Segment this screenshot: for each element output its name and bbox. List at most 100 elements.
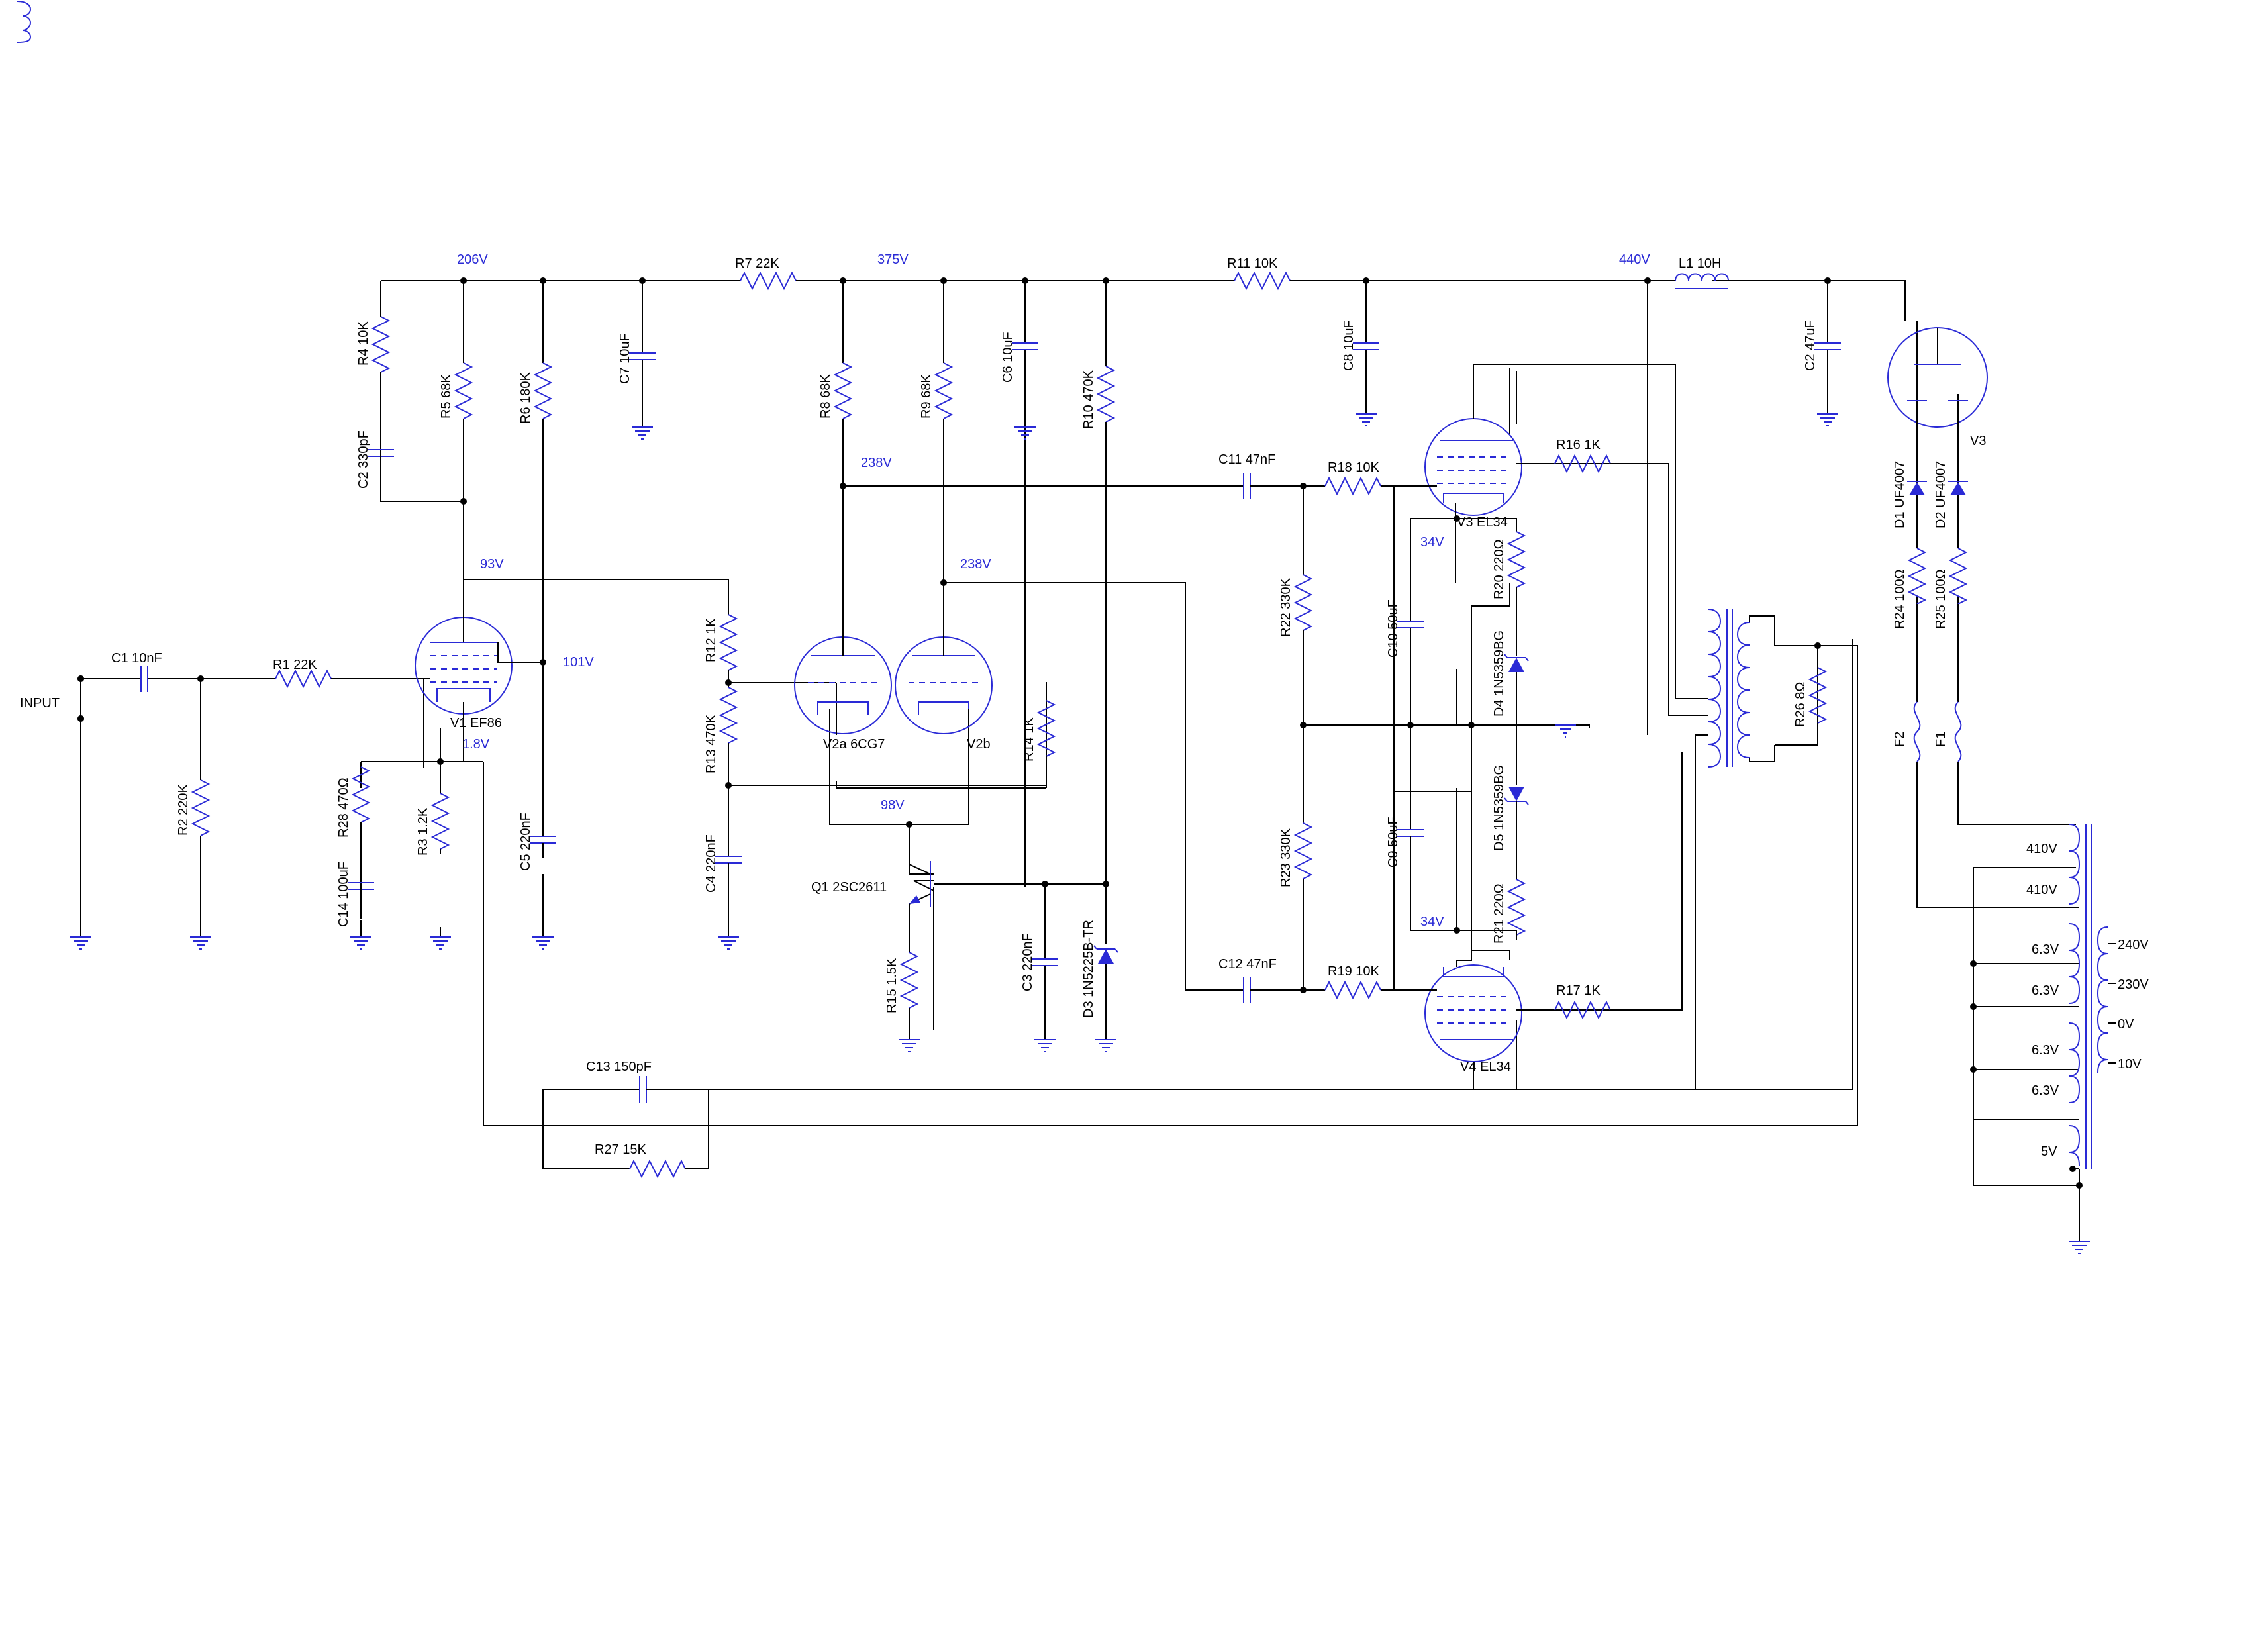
fuse-f2 [1913, 701, 1921, 907]
resistor-r11 [1228, 272, 1296, 289]
voltage-1-8: 1.8V [462, 737, 490, 752]
resistor-r8 [834, 357, 852, 424]
resistor-r10 [1097, 360, 1114, 428]
resistor-r20 [1508, 526, 1525, 593]
label-sec-63b: 6.3V [2032, 983, 2059, 998]
label-r21: R21 220Ω [1492, 883, 1506, 944]
voltage-101: 101V [563, 655, 594, 670]
label-r20: R20 220Ω [1492, 539, 1506, 599]
label-v2a: V2a 6CG7 [823, 737, 885, 752]
label-r8: R8 68K [818, 374, 833, 419]
label-r14: R14 1K [1022, 717, 1036, 762]
voltage-440: 440V [1619, 252, 1650, 267]
label-r12: R12 1K [704, 618, 718, 662]
label-c6: C6 10uF [1001, 332, 1015, 383]
label-f1: F1 [1934, 732, 1948, 747]
label-r16: R16 1K [1556, 438, 1601, 452]
label-r26: R26 8Ω [1793, 682, 1808, 727]
zener-d3 [1093, 884, 1118, 1052]
label-c11: C11 47nF [1218, 452, 1275, 467]
fuse-f1 [1954, 701, 1962, 824]
label-pri-230: 230V [2118, 977, 2149, 992]
label-c10: C10 50uF [1386, 599, 1401, 658]
capacitor-c11 [1228, 472, 1266, 500]
resistor-r9 [935, 357, 952, 424]
resistor-r1 [270, 670, 337, 687]
label-c9: C9 50uF [1386, 817, 1401, 868]
label-r3: R3 1.2K [416, 807, 430, 856]
tube-v4-el34 [1424, 960, 1550, 1089]
label-d4: D4 1N5359BG [1492, 630, 1506, 717]
label-d1: D1 UF4007 [1893, 461, 1907, 528]
zener-d5 [1504, 725, 1529, 874]
zener-d4 [1504, 593, 1529, 725]
label-r28: R28 470Ω [336, 777, 351, 838]
label-pri-0: 0V [2118, 1017, 2134, 1032]
label-r22: R22 330K [1279, 577, 1293, 637]
voltage-238a: 238V [861, 456, 892, 470]
label-sec-5v: 5V [2041, 1144, 2057, 1159]
label-r17: R17 1K [1556, 983, 1601, 998]
label-c14: C14 100uF [336, 862, 351, 927]
label-c2a: C2 330pF [356, 430, 371, 489]
label-c12: C12 47nF [1218, 957, 1277, 971]
label-l1: L1 10H [1679, 256, 1722, 271]
inductor-l1 [1648, 273, 1828, 289]
capacitor-c10 [1397, 605, 1424, 644]
resistor-r5 [455, 357, 472, 424]
label-r24: R24 100Ω [1893, 569, 1907, 629]
bias-ground [1506, 724, 1576, 738]
tube-v1-ef86 [415, 613, 543, 762]
label-r9: R9 68K [919, 374, 934, 419]
label-d5: D5 1N5359BG [1492, 765, 1506, 851]
resistor-r13 [720, 681, 737, 749]
label-r15: R15 1.5K [885, 958, 899, 1013]
tube-v2a-6cg7 [794, 632, 892, 735]
label-r19: R19 10K [1328, 964, 1379, 979]
label-sec-410b: 410V [2026, 883, 2057, 897]
capacitor-c12 [1228, 976, 1266, 1004]
capacitor-c1 [125, 665, 164, 693]
diode-d1 [1907, 427, 1927, 530]
voltage-206: 206V [457, 252, 488, 267]
label-r23: R23 330K [1279, 828, 1293, 887]
input-label: INPUT [20, 696, 60, 711]
label-sec-63d: 6.3V [2032, 1083, 2059, 1098]
resistor-r15 [898, 946, 920, 1052]
label-v3-rectifier: V3 [1970, 434, 1986, 448]
label-r1: R1 22K [273, 658, 317, 672]
power-transformer [2068, 824, 2116, 1254]
label-c4: C4 220nF [704, 834, 718, 893]
voltage-34b: 34V [1420, 915, 1444, 929]
label-r2: R2 220K [176, 784, 191, 836]
tube-v3-el34 [1424, 364, 1675, 519]
label-v1: V1 EF86 [450, 716, 502, 730]
label-r25: R25 100Ω [1934, 569, 1948, 629]
label-sec-410a: 410V [2026, 842, 2057, 856]
voltage-238b: 238V [960, 557, 991, 572]
label-q1: Q1 2SC2611 [811, 880, 887, 895]
label-c3: C3 220nF [1020, 933, 1035, 991]
label-r18: R18 10K [1328, 460, 1379, 475]
label-c1: C1 10nF [111, 651, 162, 666]
label-r13: R13 470K [704, 714, 718, 773]
label-v3: V3 EL34 [1457, 515, 1508, 530]
diode-d2 [1948, 427, 1968, 530]
label-r5: R5 68K [439, 374, 454, 419]
label-pri-240: 240V [2118, 938, 2149, 952]
label-c7: C7 10uF [618, 333, 632, 384]
label-r6: R6 180K [518, 372, 533, 424]
transistor-q1 [909, 824, 931, 947]
input-jack[interactable] [70, 675, 92, 950]
label-r11: R11 10K [1227, 256, 1278, 271]
voltage-93: 93V [480, 557, 504, 572]
resistor-r27 [624, 1160, 691, 1177]
label-r10: R10 470K [1081, 370, 1096, 429]
voltage-98: 98V [881, 798, 905, 813]
junction-dots [77, 277, 2083, 1189]
label-r27: R27 15K [595, 1142, 646, 1157]
label-c5: C5 220nF [518, 813, 533, 871]
resistor-r7 [734, 272, 802, 289]
voltage-375: 375V [877, 252, 909, 267]
